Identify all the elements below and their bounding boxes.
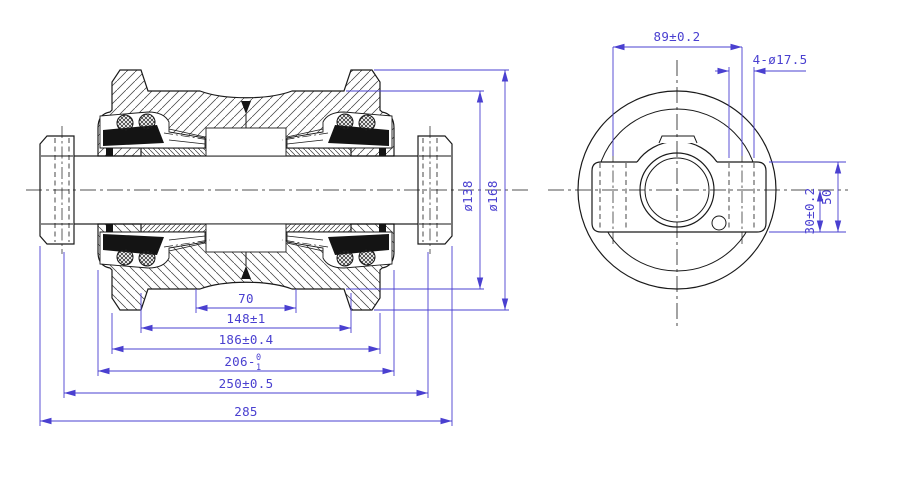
dim-70-label: 70 <box>238 291 254 306</box>
mount-hole <box>711 215 727 231</box>
roller-upper-half <box>98 70 394 156</box>
end-view-dimensions <box>612 43 846 233</box>
dim-206-label: 206- <box>224 354 255 369</box>
section-view <box>26 70 532 310</box>
dim-89-label: 89±0.2 <box>654 29 701 44</box>
dim-206-upper-tolerance: 0 <box>256 353 261 363</box>
dim-30-label: 30±0.2 <box>802 188 817 235</box>
dimension-50 <box>769 161 846 233</box>
end-view <box>548 60 848 326</box>
dimension-dia-168 <box>374 69 509 311</box>
dim-dia168-label: ø168 <box>485 180 500 211</box>
dim-250-label: 250±0.5 <box>219 376 274 391</box>
dim-dia138-label: ø138 <box>460 180 475 211</box>
dim-206-lower-tolerance: 1 <box>256 363 261 373</box>
dim-148-label: 148±1 <box>226 311 265 326</box>
dim-186-label: 186±0.4 <box>219 332 274 347</box>
dimension-148 <box>140 293 352 333</box>
dimension-285 <box>39 246 453 426</box>
end-view-dimension-labels: 89±0.2 4-ø17.5 30±0.2 50 <box>654 29 834 234</box>
section-view-dimensions <box>39 69 509 426</box>
dimension-70 <box>195 289 297 313</box>
dimension-250 <box>63 252 429 398</box>
dim-285-label: 285 <box>234 404 257 419</box>
dimension-4-holes <box>715 67 806 158</box>
mount-hole-centerlines <box>612 150 743 244</box>
mount-hole-hidden-lines <box>599 163 755 231</box>
dim-4-holes-label: 4-ø17.5 <box>753 52 808 67</box>
dimension-186 <box>111 313 381 354</box>
dimension-89 <box>612 43 743 156</box>
dimension-206 <box>97 270 395 376</box>
dimension-dia-138 <box>346 90 484 290</box>
dim-50-label: 50 <box>819 189 834 205</box>
bracket-slab-outline <box>591 161 767 233</box>
section-view-dimension-labels: 70 148±1 186±0.4 206- 0 1 250±0.5 285 ø1… <box>219 180 500 419</box>
hub-top-tab <box>658 135 698 144</box>
